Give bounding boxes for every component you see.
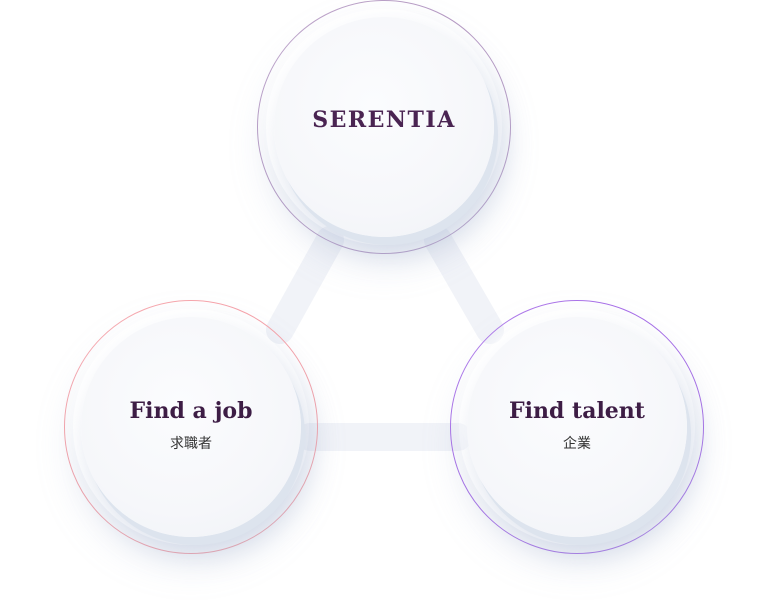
find-a-job-node[interactable]: Find a job 求職者 bbox=[64, 300, 318, 554]
serentia-disc: SERENTIA bbox=[274, 17, 494, 237]
find-a-job-disc: Find a job 求職者 bbox=[81, 317, 301, 537]
connector-top-right bbox=[424, 226, 504, 344]
find-a-job-title: Find a job bbox=[129, 398, 253, 424]
connector-top-left bbox=[266, 226, 344, 344]
find-talent-disc: Find talent 企業 bbox=[467, 317, 687, 537]
serentia-node[interactable]: SERENTIA bbox=[257, 0, 511, 254]
find-talent-title: Find talent bbox=[509, 398, 645, 424]
find-a-job-subtitle: 求職者 bbox=[170, 436, 212, 453]
find-talent-node[interactable]: Find talent 企業 bbox=[450, 300, 704, 554]
brand-name: SERENTIA bbox=[312, 107, 456, 133]
find-talent-subtitle: 企業 bbox=[563, 436, 591, 453]
